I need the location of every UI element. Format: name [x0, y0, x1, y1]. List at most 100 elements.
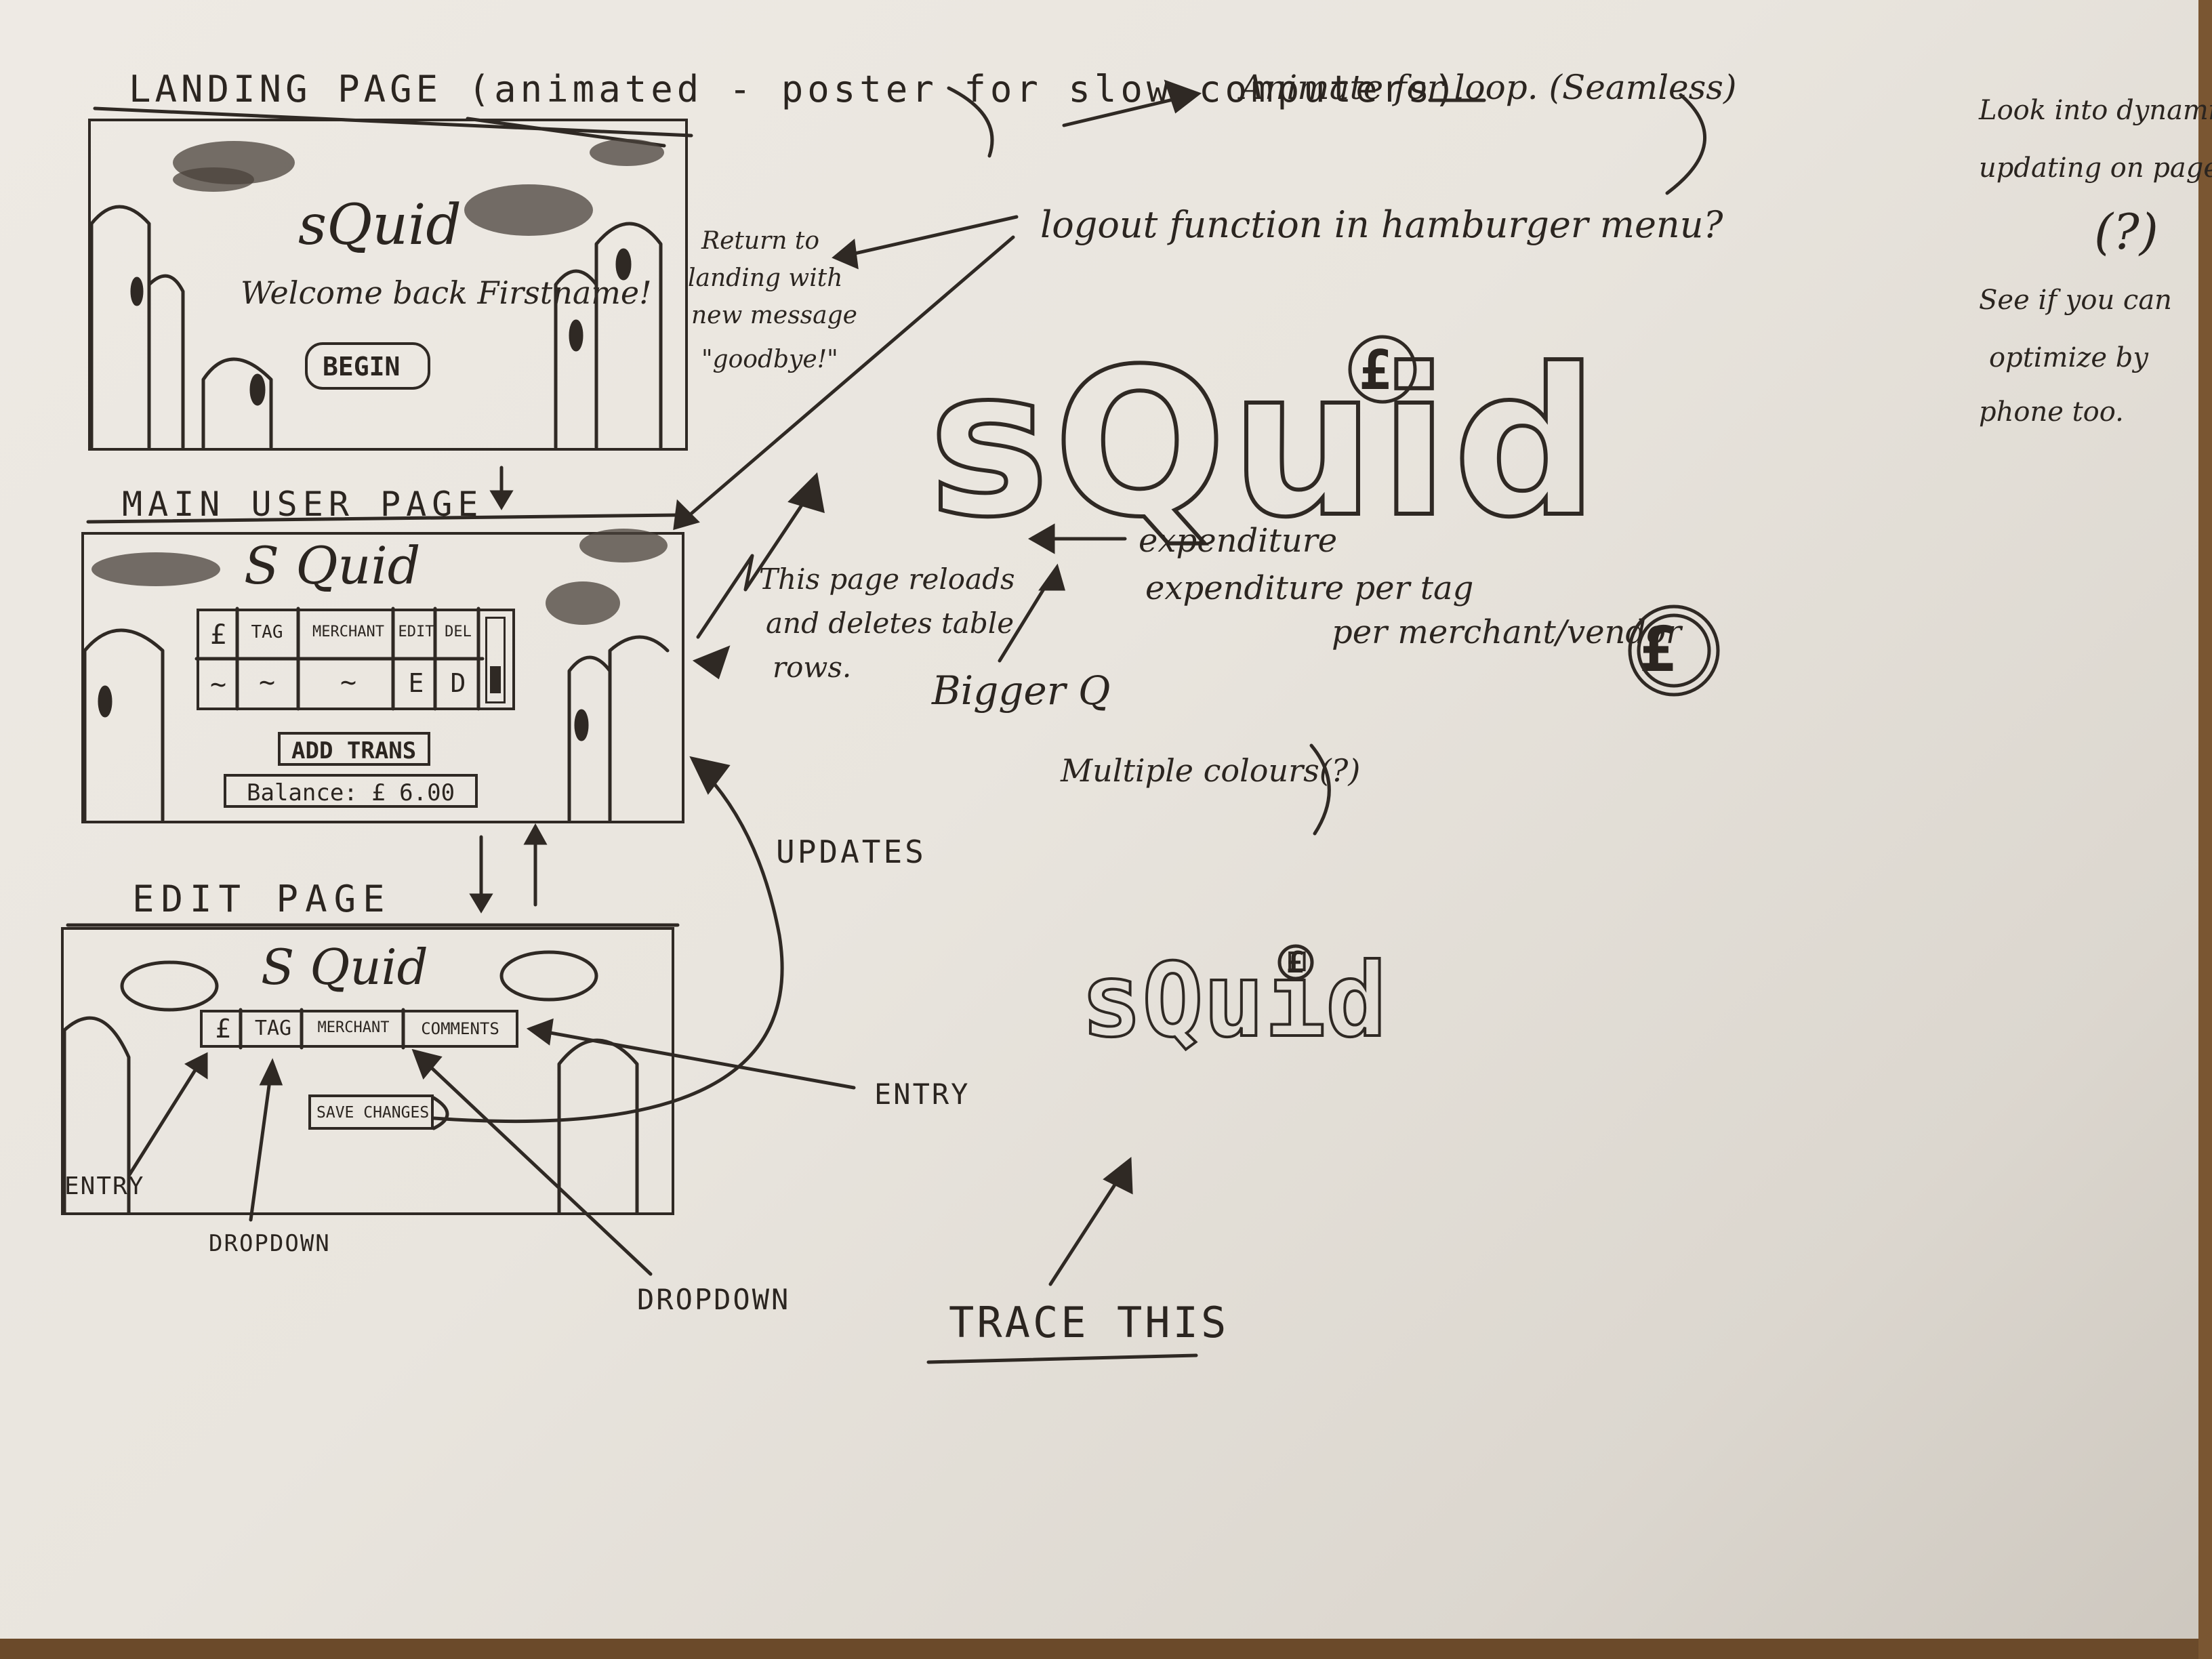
table-scrollbar-thumb[interactable]	[490, 666, 501, 693]
edit-comments-entry[interactable]: COMMENTS	[421, 1019, 499, 1038]
updates-arrowhead	[689, 756, 731, 795]
landing-arch-left	[89, 205, 151, 449]
main-arch-right2	[608, 635, 670, 822]
entry-left-arrowhead	[184, 1052, 208, 1080]
cloud-icon	[579, 529, 668, 562]
logout-note: logout function in hamburger menu?	[1040, 203, 1723, 246]
reload-arrowhead-left	[692, 645, 731, 680]
transactions-table: £ TAG MERCHANT EDIT DEL ~ ~ ~ E D	[197, 609, 515, 710]
main-to-edit-arrowhead	[469, 893, 493, 914]
landing-frame	[88, 119, 688, 451]
table-header-delete: DEL	[445, 623, 472, 640]
balance-box: Balance: £ 6.00	[224, 774, 478, 808]
entry-right-arrowhead	[526, 1018, 554, 1046]
table-header-amount: £	[209, 619, 227, 651]
landing-welcome: Welcome back Firstname!	[241, 274, 652, 311]
save-changes-label: SAVE CHANGES	[316, 1104, 430, 1122]
edit-save-bracket	[432, 1096, 449, 1130]
return-arrowhead	[832, 239, 859, 270]
edit-merchant-dropdown[interactable]: MERCHANT	[317, 1019, 390, 1036]
expenditure-coin	[1628, 605, 1720, 697]
right-note-line1: Look into dynamic	[1979, 95, 2212, 126]
edit-arch-left	[62, 1016, 131, 1215]
table-cell-delete-button[interactable]: D	[450, 668, 466, 698]
reload-note-line1: This page reloads	[759, 562, 1015, 596]
return-note-line2: landing with	[688, 264, 843, 292]
bigger-q-arrowhead	[1038, 563, 1065, 591]
expenditure-line2: expenditure per tag	[1145, 569, 1474, 607]
landing-begin-label: BEGIN	[323, 352, 401, 382]
logo-small-coin-symbol: £	[1286, 945, 1305, 980]
right-note-question: (?)	[2094, 203, 2158, 260]
landing-door-2	[249, 373, 266, 406]
expenditure-arrowhead	[1027, 523, 1055, 554]
landing-arch-left2	[147, 274, 185, 449]
table-cell-merchant: ~	[340, 667, 357, 698]
return-note-line1: Return to	[701, 227, 820, 255]
landing-door-1	[130, 276, 144, 306]
landing-heading: LANDING PAGE (animated - poster for slow…	[129, 68, 1460, 110]
edit-cloud-icons	[120, 950, 598, 1012]
trace-this-underline	[926, 1353, 1198, 1364]
edit-page-heading: EDIT PAGE	[132, 878, 392, 920]
right-note-line4: optimize by	[1989, 342, 2148, 373]
edit-tag-dropdown[interactable]: TAG	[254, 1017, 292, 1040]
expenditure-line1: expenditure	[1139, 522, 1338, 560]
cloud-icon	[546, 581, 620, 625]
balance-label: Balance: £ 6.00	[247, 779, 455, 806]
logo-coin-symbol: £	[1639, 613, 1677, 686]
main-user-frame	[81, 532, 684, 823]
multiple-colours-note: Multiple colours(?)	[1061, 752, 1361, 789]
dropdown-left-arrowhead	[259, 1058, 283, 1086]
reload-note-line2: and deletes table	[766, 607, 1015, 640]
logo-small: sQuid	[1080, 941, 1389, 1061]
dropdown-mid-arrow	[418, 1055, 653, 1276]
add-transaction-button[interactable]: ADD TRANS	[278, 732, 430, 766]
landing-app-name: sQuid	[298, 193, 462, 258]
return-note-line4: "goodbye!"	[701, 346, 838, 373]
edit-page-app-name: S Quid	[261, 939, 428, 996]
trace-this-label: TRACE THIS	[949, 1298, 1229, 1347]
table-header-merchant: MERCHANT	[312, 623, 384, 640]
cloud-icon	[464, 184, 593, 236]
animate-arrowhead	[1164, 79, 1202, 114]
trace-this-arrow	[1048, 1167, 1127, 1286]
main-user-heading-underline	[86, 513, 680, 524]
table-scrollbar[interactable]	[485, 617, 506, 703]
save-changes-button[interactable]: SAVE CHANGES	[308, 1094, 434, 1130]
entry-label-right: ENTRY	[874, 1078, 970, 1111]
main-cloud-icons	[91, 529, 668, 625]
updates-curve	[432, 764, 784, 1124]
dropdown-label-mid: DROPDOWN	[637, 1283, 791, 1316]
return-note-line3: new message	[691, 302, 857, 329]
dropdown-label-left: DROPDOWN	[209, 1230, 331, 1257]
logo-small-coin	[1277, 944, 1314, 981]
table-cell-edit-button[interactable]: E	[408, 668, 424, 698]
landing-arch-right2	[594, 222, 663, 449]
right-note-line5: phone too.	[1979, 396, 2124, 428]
cloud-icon	[590, 139, 664, 166]
wood-table-edge-right	[2198, 0, 2212, 1659]
bigger-q-note: Bigger Q	[932, 668, 1111, 714]
table-cell-tag: ~	[258, 667, 276, 698]
landing-to-main-arrowhead	[489, 490, 514, 510]
edit-amount-entry[interactable]: £	[215, 1014, 231, 1044]
cloud-icon	[91, 552, 220, 586]
edit-arch-right	[557, 1038, 639, 1215]
right-note-line3: See if you can	[1979, 285, 2172, 316]
edit-page-frame	[61, 927, 674, 1215]
landing-begin-button[interactable]: BEGIN	[305, 342, 430, 390]
multiple-colours-bracket	[1309, 743, 1331, 836]
reload-zigzag	[696, 486, 815, 639]
main-user-app-name: S Quid	[244, 535, 421, 596]
landing-door-3	[569, 319, 583, 352]
main-door-right	[574, 709, 589, 741]
landing-heading-bracket	[947, 86, 994, 158]
reload-arrowhead-top	[787, 472, 825, 514]
expenditure-line3: per merchant/vendor	[1332, 613, 1681, 651]
dropdown-mid-arrowhead	[411, 1048, 443, 1080]
cloud-icon	[173, 167, 254, 192]
main-door-left	[98, 685, 112, 718]
